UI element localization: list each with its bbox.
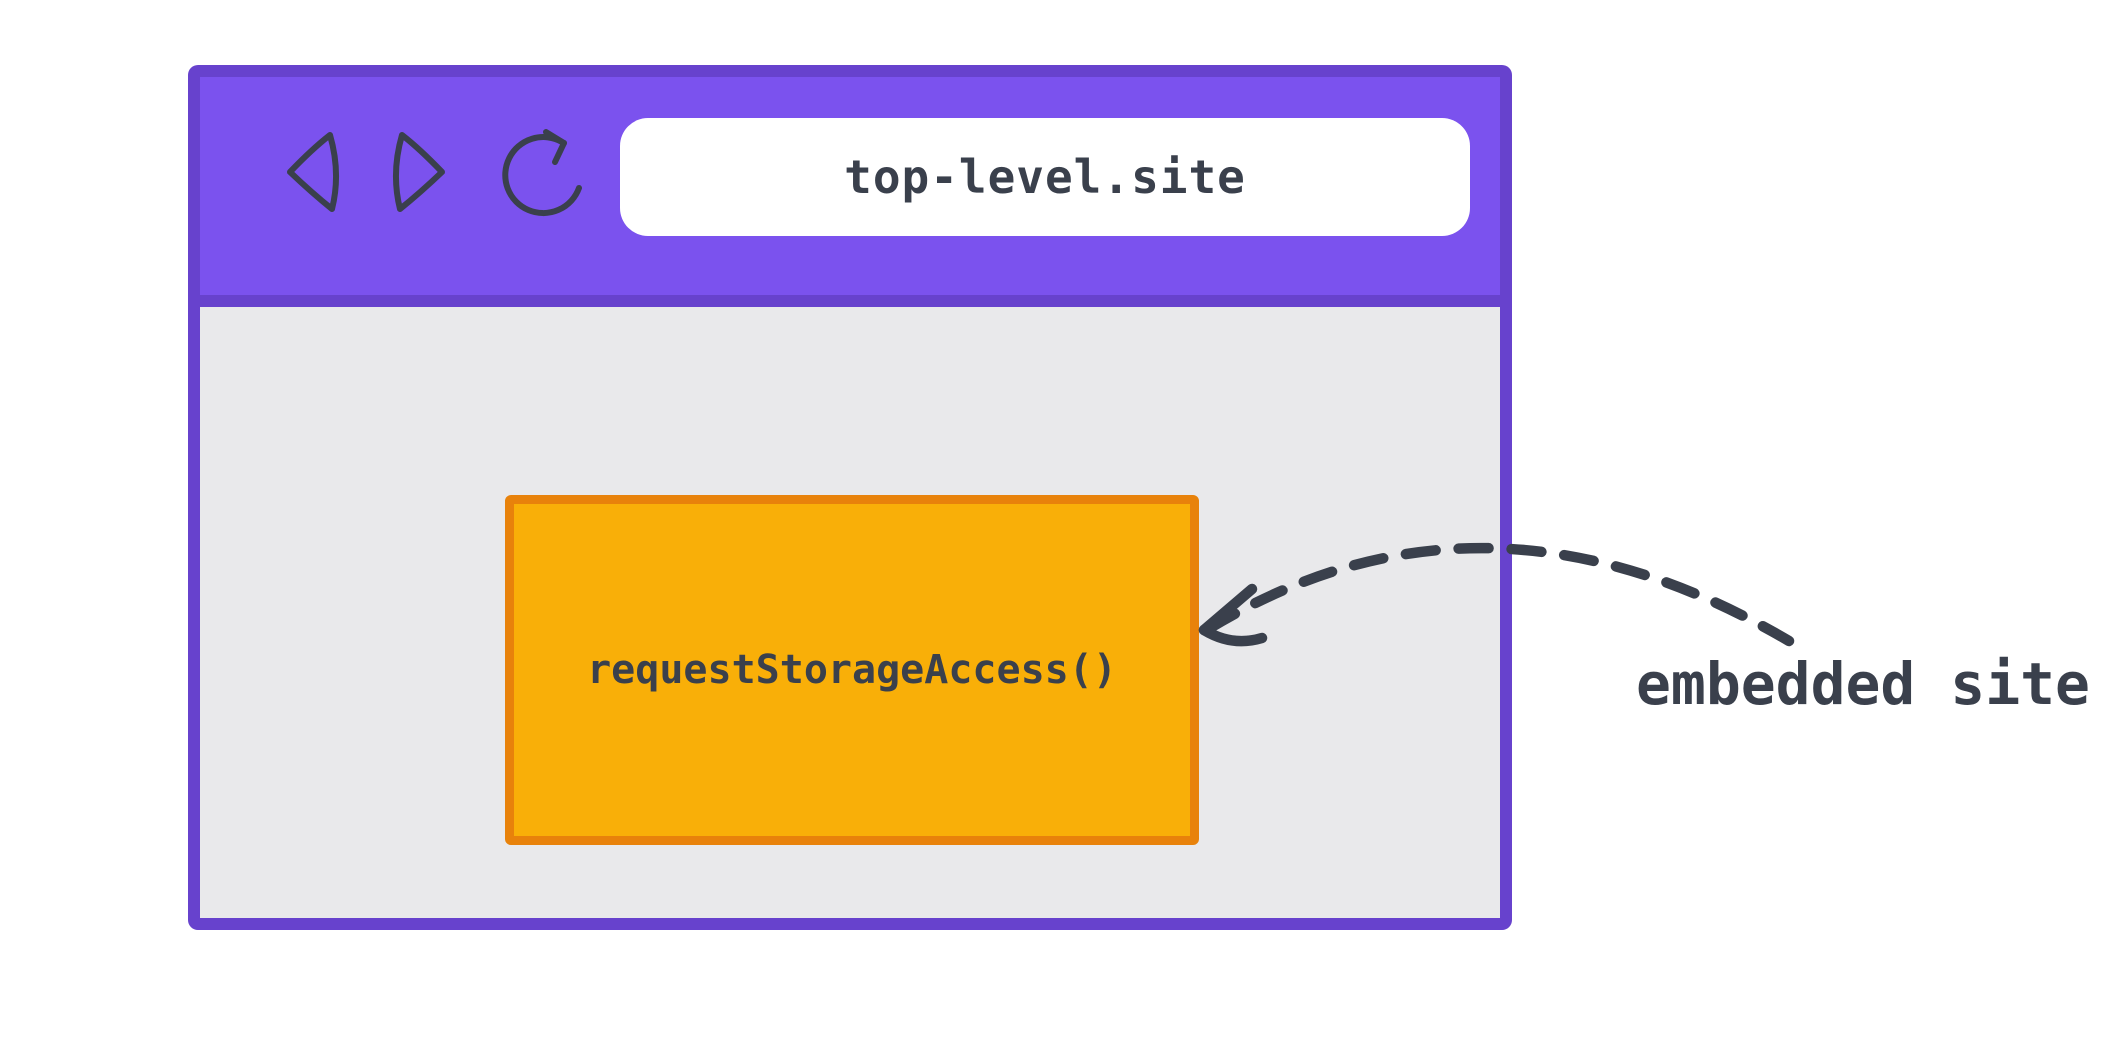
embedded-iframe: requestStorageAccess() bbox=[505, 495, 1199, 845]
nav-icons-group bbox=[282, 127, 588, 217]
embedded-iframe-label: requestStorageAccess() bbox=[587, 647, 1117, 693]
browser-window: top-level.site requestStorageAccess() bbox=[188, 65, 1512, 930]
forward-icon bbox=[390, 129, 450, 215]
address-bar: top-level.site bbox=[620, 118, 1470, 236]
embedded-site-label: embedded site bbox=[1636, 650, 2090, 718]
address-bar-url: top-level.site bbox=[844, 150, 1246, 204]
reload-icon bbox=[498, 127, 588, 217]
browser-titlebar: top-level.site bbox=[200, 77, 1500, 307]
back-icon bbox=[282, 129, 342, 215]
